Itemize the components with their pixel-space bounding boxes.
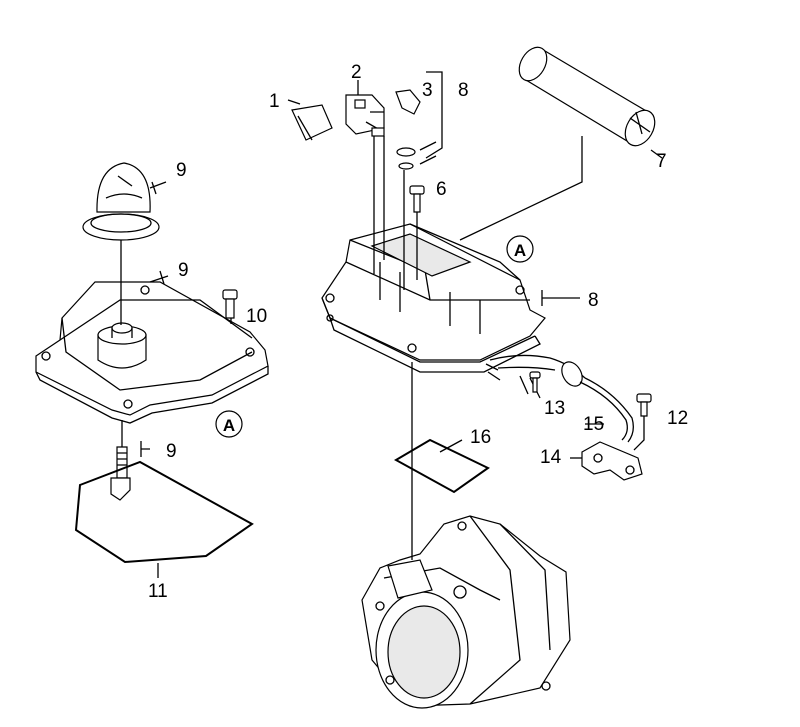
ref-circle-a-left: A (215, 410, 243, 438)
callout-9-valve: 9 (166, 441, 177, 462)
callout-8-top: 8 (458, 80, 469, 101)
callout-9-cap: 9 (176, 160, 187, 181)
callout-16: 16 (470, 427, 491, 448)
callout-10: 10 (246, 306, 267, 327)
callout-7: 7 (656, 151, 667, 172)
right-assembly: A (287, 46, 663, 709)
valve-stem (110, 446, 131, 501)
callout-11: 11 (148, 581, 168, 602)
callout-2: 2 (351, 62, 362, 83)
motor-housing (361, 515, 571, 709)
cover-plate (35, 281, 269, 424)
gasket (74, 460, 254, 564)
screw-12 (636, 393, 652, 417)
callout-1: 1 (269, 91, 280, 112)
ref-a-left-text: A (223, 416, 235, 435)
screw-6 (409, 185, 425, 213)
callout-6: 6 (436, 179, 447, 200)
callout-9-cover: 9 (178, 260, 189, 281)
callout-3: 3 (422, 80, 433, 101)
screw-10 (222, 289, 238, 319)
switch-block (345, 94, 385, 137)
cable-harness (485, 354, 634, 443)
ref-circle-a-right: A (506, 235, 534, 263)
screw-13 (529, 371, 541, 393)
seal-gasket (393, 438, 490, 494)
o-ring-lower (398, 162, 414, 170)
callout-14: 14 (540, 447, 562, 468)
capacitor (518, 46, 656, 147)
callout-8-mid: 8 (588, 290, 599, 311)
callout-labels: 1 2 3 8 6 7 8 9 9 9 10 11 12 13 14 15 16 (148, 62, 688, 602)
small-clip (395, 89, 421, 115)
o-ring-upper (396, 147, 416, 157)
cable-clamp (581, 441, 643, 481)
left-assembly: A (35, 162, 269, 578)
clip-bracket (291, 104, 333, 141)
switch-housing (321, 223, 546, 373)
callout-15: 15 (583, 414, 604, 435)
callout-12: 12 (667, 408, 688, 429)
dome-cap (82, 162, 160, 241)
callout-13: 13 (544, 398, 565, 419)
ref-a-right-text: A (514, 241, 526, 260)
